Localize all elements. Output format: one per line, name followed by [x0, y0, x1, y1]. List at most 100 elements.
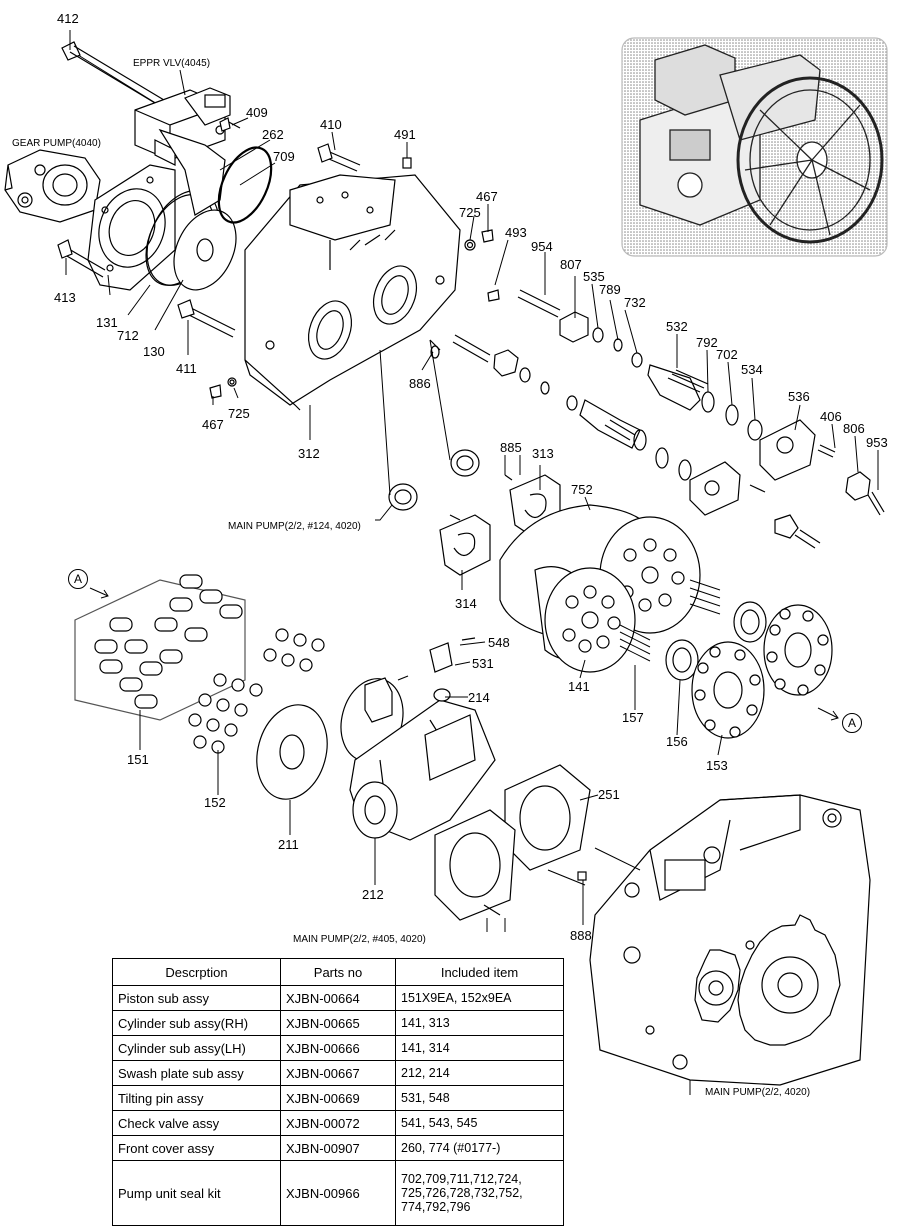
- section-main-pump-405: MAIN PUMP(2/2, #405, 4020): [293, 934, 426, 945]
- cell-included-item: 212, 214: [395, 1060, 564, 1086]
- cell-included-item: 702,709,711,712,724, 725,726,728,732,752…: [395, 1160, 564, 1226]
- cell-included-item: 260, 774 (#0177-): [395, 1135, 564, 1161]
- cell-parts-no: XJBN-00907: [280, 1135, 396, 1161]
- table-row: Cylinder sub assy(LH) XJBN-00666 141, 31…: [112, 1035, 564, 1061]
- assembled-pump-drawing: [589, 794, 871, 1086]
- bearing-124: [388, 449, 480, 511]
- cell-parts-no: XJBN-00966: [280, 1160, 396, 1226]
- table-row: Pump unit seal kit XJBN-00966 702,709,71…: [112, 1160, 564, 1226]
- section-main-pump-4020: MAIN PUMP(2/2, 4020): [705, 1087, 811, 1098]
- callout-807: 807: [560, 257, 582, 272]
- callout-493: 493: [505, 225, 527, 240]
- table-row: Cylinder sub assy(RH) XJBN-00665 141, 31…: [112, 1010, 564, 1036]
- callout-709: 709: [273, 149, 295, 164]
- callout-532: 532: [666, 319, 688, 334]
- cell-parts-no: XJBN-00669: [280, 1085, 396, 1111]
- marker-a-left: A: [68, 569, 88, 589]
- callout-467-top: 467: [476, 189, 498, 204]
- cell-parts-no: XJBN-00664: [280, 985, 396, 1011]
- callout-536: 536: [788, 389, 810, 404]
- callout-157: 157: [622, 710, 644, 725]
- callout-888: 888: [570, 928, 592, 943]
- table-row: Tilting pin assy XJBN-00669 531, 548: [112, 1085, 564, 1111]
- cell-description: Cylinder sub assy(LH): [112, 1035, 281, 1061]
- section-eppr-valve: EPPR VLV(4045): [133, 58, 211, 69]
- callout-314: 314: [455, 596, 477, 611]
- cell-description: Pump unit seal kit: [112, 1160, 281, 1226]
- shoes-152: [188, 628, 325, 754]
- retainer-plates: [665, 601, 833, 739]
- callout-885: 885: [500, 440, 522, 455]
- section-main-pump-124: MAIN PUMP(2/2, #124, 4020): [228, 521, 361, 532]
- callout-535: 535: [583, 269, 605, 284]
- callout-954: 954: [531, 239, 553, 254]
- callout-409: 409: [246, 105, 268, 120]
- callout-251: 251: [598, 787, 620, 802]
- cell-description: Front cover assy: [112, 1135, 281, 1161]
- table-row: Swash plate sub assy XJBN-00667 212, 214: [112, 1060, 564, 1086]
- header-included-item: Included item: [395, 958, 564, 986]
- callout-732: 732: [624, 295, 646, 310]
- cell-description: Cylinder sub assy(RH): [112, 1010, 281, 1036]
- callout-152: 152: [204, 795, 226, 810]
- callout-312: 312: [298, 446, 320, 461]
- table-row: Front cover assy XJBN-00907 260, 774 (#0…: [112, 1135, 564, 1161]
- callout-406: 406: [820, 409, 842, 424]
- pistons-151: [74, 574, 246, 721]
- callout-131: 131: [96, 315, 118, 330]
- cell-description: Piston sub assy: [112, 985, 281, 1011]
- callout-413: 413: [54, 290, 76, 305]
- gear-pump-group: [4, 149, 101, 223]
- callout-153: 153: [706, 758, 728, 773]
- callout-789: 789: [599, 282, 621, 297]
- callout-211: 211: [278, 837, 299, 852]
- callout-313: 313: [532, 446, 554, 461]
- cell-description: Tilting pin assy: [112, 1085, 281, 1111]
- cell-included-item: 151X9EA, 152x9EA: [395, 985, 564, 1011]
- callout-792: 792: [696, 335, 718, 350]
- leader-lines: [65, 30, 879, 1095]
- callout-712: 712: [117, 328, 139, 343]
- callout-752: 752: [571, 482, 593, 497]
- table-row: Piston sub assy XJBN-00664 151X9EA, 152x…: [112, 985, 564, 1011]
- cell-included-item: 541, 543, 545: [395, 1110, 564, 1136]
- callout-534: 534: [741, 362, 763, 377]
- callout-141: 141: [568, 679, 590, 694]
- callout-953: 953: [866, 435, 888, 450]
- callout-725-top: 725: [459, 205, 481, 220]
- callout-411: 411: [176, 361, 197, 376]
- section-gear-pump: GEAR PUMP(4040): [12, 138, 101, 149]
- cell-parts-no: XJBN-00666: [280, 1035, 396, 1061]
- cell-parts-no: XJBN-00665: [280, 1010, 396, 1036]
- table-header-row: Descrption Parts no Included item: [112, 958, 564, 986]
- cell-included-item: 531, 548: [395, 1085, 564, 1111]
- main-housing-312: [244, 174, 461, 411]
- callout-725-bottom: 725: [228, 406, 250, 421]
- flow-arrows: [89, 587, 839, 721]
- cell-parts-no: XJBN-00667: [280, 1060, 396, 1086]
- cylinder-blocks: [499, 504, 701, 673]
- callout-212: 212: [362, 887, 384, 902]
- callout-412: 412: [57, 11, 79, 26]
- table-row: Check valve assy XJBN-00072 541, 543, 54…: [112, 1110, 564, 1136]
- parts-table: Descrption Parts no Included item Piston…: [112, 958, 564, 1226]
- eppr-valve-group: [61, 41, 231, 166]
- callout-262: 262: [262, 127, 284, 142]
- header-parts-no: Parts no: [280, 958, 396, 986]
- callout-548: 548: [488, 635, 510, 650]
- cell-parts-no: XJBN-00072: [280, 1110, 396, 1136]
- pump-inset-photo: [621, 37, 888, 257]
- callout-531: 531: [472, 656, 494, 671]
- callout-806: 806: [843, 421, 865, 436]
- housing-bolts: [57, 117, 500, 399]
- cell-included-item: 141, 314: [395, 1035, 564, 1061]
- callout-886: 886: [409, 376, 431, 391]
- callout-467-bottom: 467: [202, 417, 224, 432]
- callout-130: 130: [143, 344, 165, 359]
- callout-491: 491: [394, 127, 416, 142]
- callout-702: 702: [716, 347, 738, 362]
- header-description: Descrption: [112, 958, 281, 986]
- housing-251: [434, 764, 591, 921]
- callout-410: 410: [320, 117, 342, 132]
- pistons-157: [619, 579, 721, 662]
